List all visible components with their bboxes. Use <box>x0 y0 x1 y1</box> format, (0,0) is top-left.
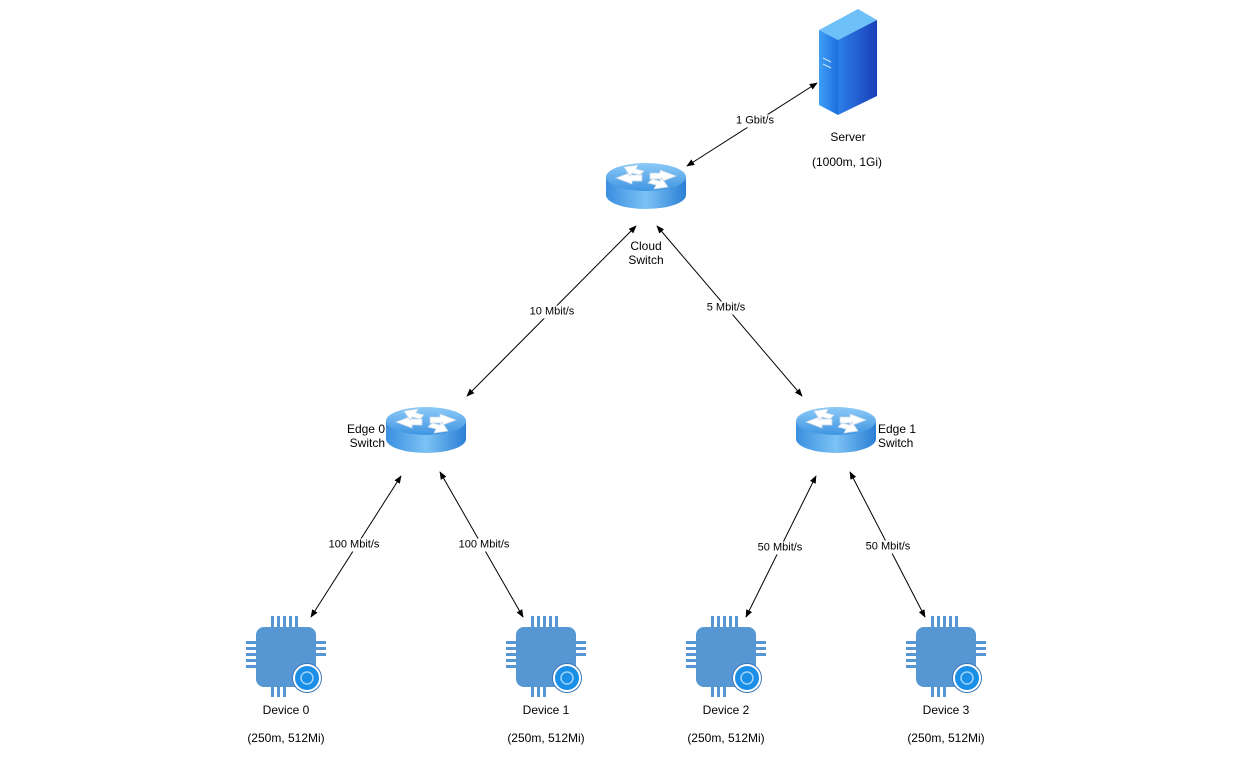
device0-name: Device 0 <box>262 703 310 717</box>
device3-name: Device 3 <box>922 703 970 717</box>
device0-chip-icon <box>245 615 327 698</box>
edge0-switch-label: Edge 0 Switch <box>346 422 385 450</box>
device2-name: Device 2 <box>702 703 750 717</box>
link-label-edge1-device2: 50 Mbit/s <box>756 541 804 555</box>
server-icon <box>819 9 877 115</box>
link-label-cloud-edge0: 10 Mbit/s <box>528 305 576 319</box>
server-spec: (1000m, 1Gi) <box>811 155 883 169</box>
server-name: Server <box>830 130 866 144</box>
device0-spec: (250m, 512Mi) <box>247 731 325 745</box>
device2-chip-icon <box>685 615 767 698</box>
device1-chip-icon <box>505 615 587 698</box>
device2-spec: (250m, 512Mi) <box>687 731 765 745</box>
edge1-switch-icon <box>795 406 877 454</box>
device1-name: Device 1 <box>522 703 570 717</box>
device3-chip-icon <box>905 615 987 698</box>
link-label-server-cloud: 1 Gbit/s <box>735 114 775 128</box>
link-label-edge1-device3: 50 Mbit/s <box>864 540 912 554</box>
cloud-switch-label: Cloud Switch <box>628 239 664 267</box>
link-label-edge0-device0: 100 Mbit/s <box>327 538 381 552</box>
link-label-edge0-device1: 100 Mbit/s <box>457 538 511 552</box>
cloud-switch-icon <box>605 162 687 210</box>
edge0-switch-icon <box>385 406 467 454</box>
link-label-cloud-edge1: 5 Mbit/s <box>705 301 747 315</box>
edge1-switch-label: Edge 1 Switch <box>878 422 917 450</box>
device1-spec: (250m, 512Mi) <box>507 731 585 745</box>
device3-spec: (250m, 512Mi) <box>907 731 985 745</box>
